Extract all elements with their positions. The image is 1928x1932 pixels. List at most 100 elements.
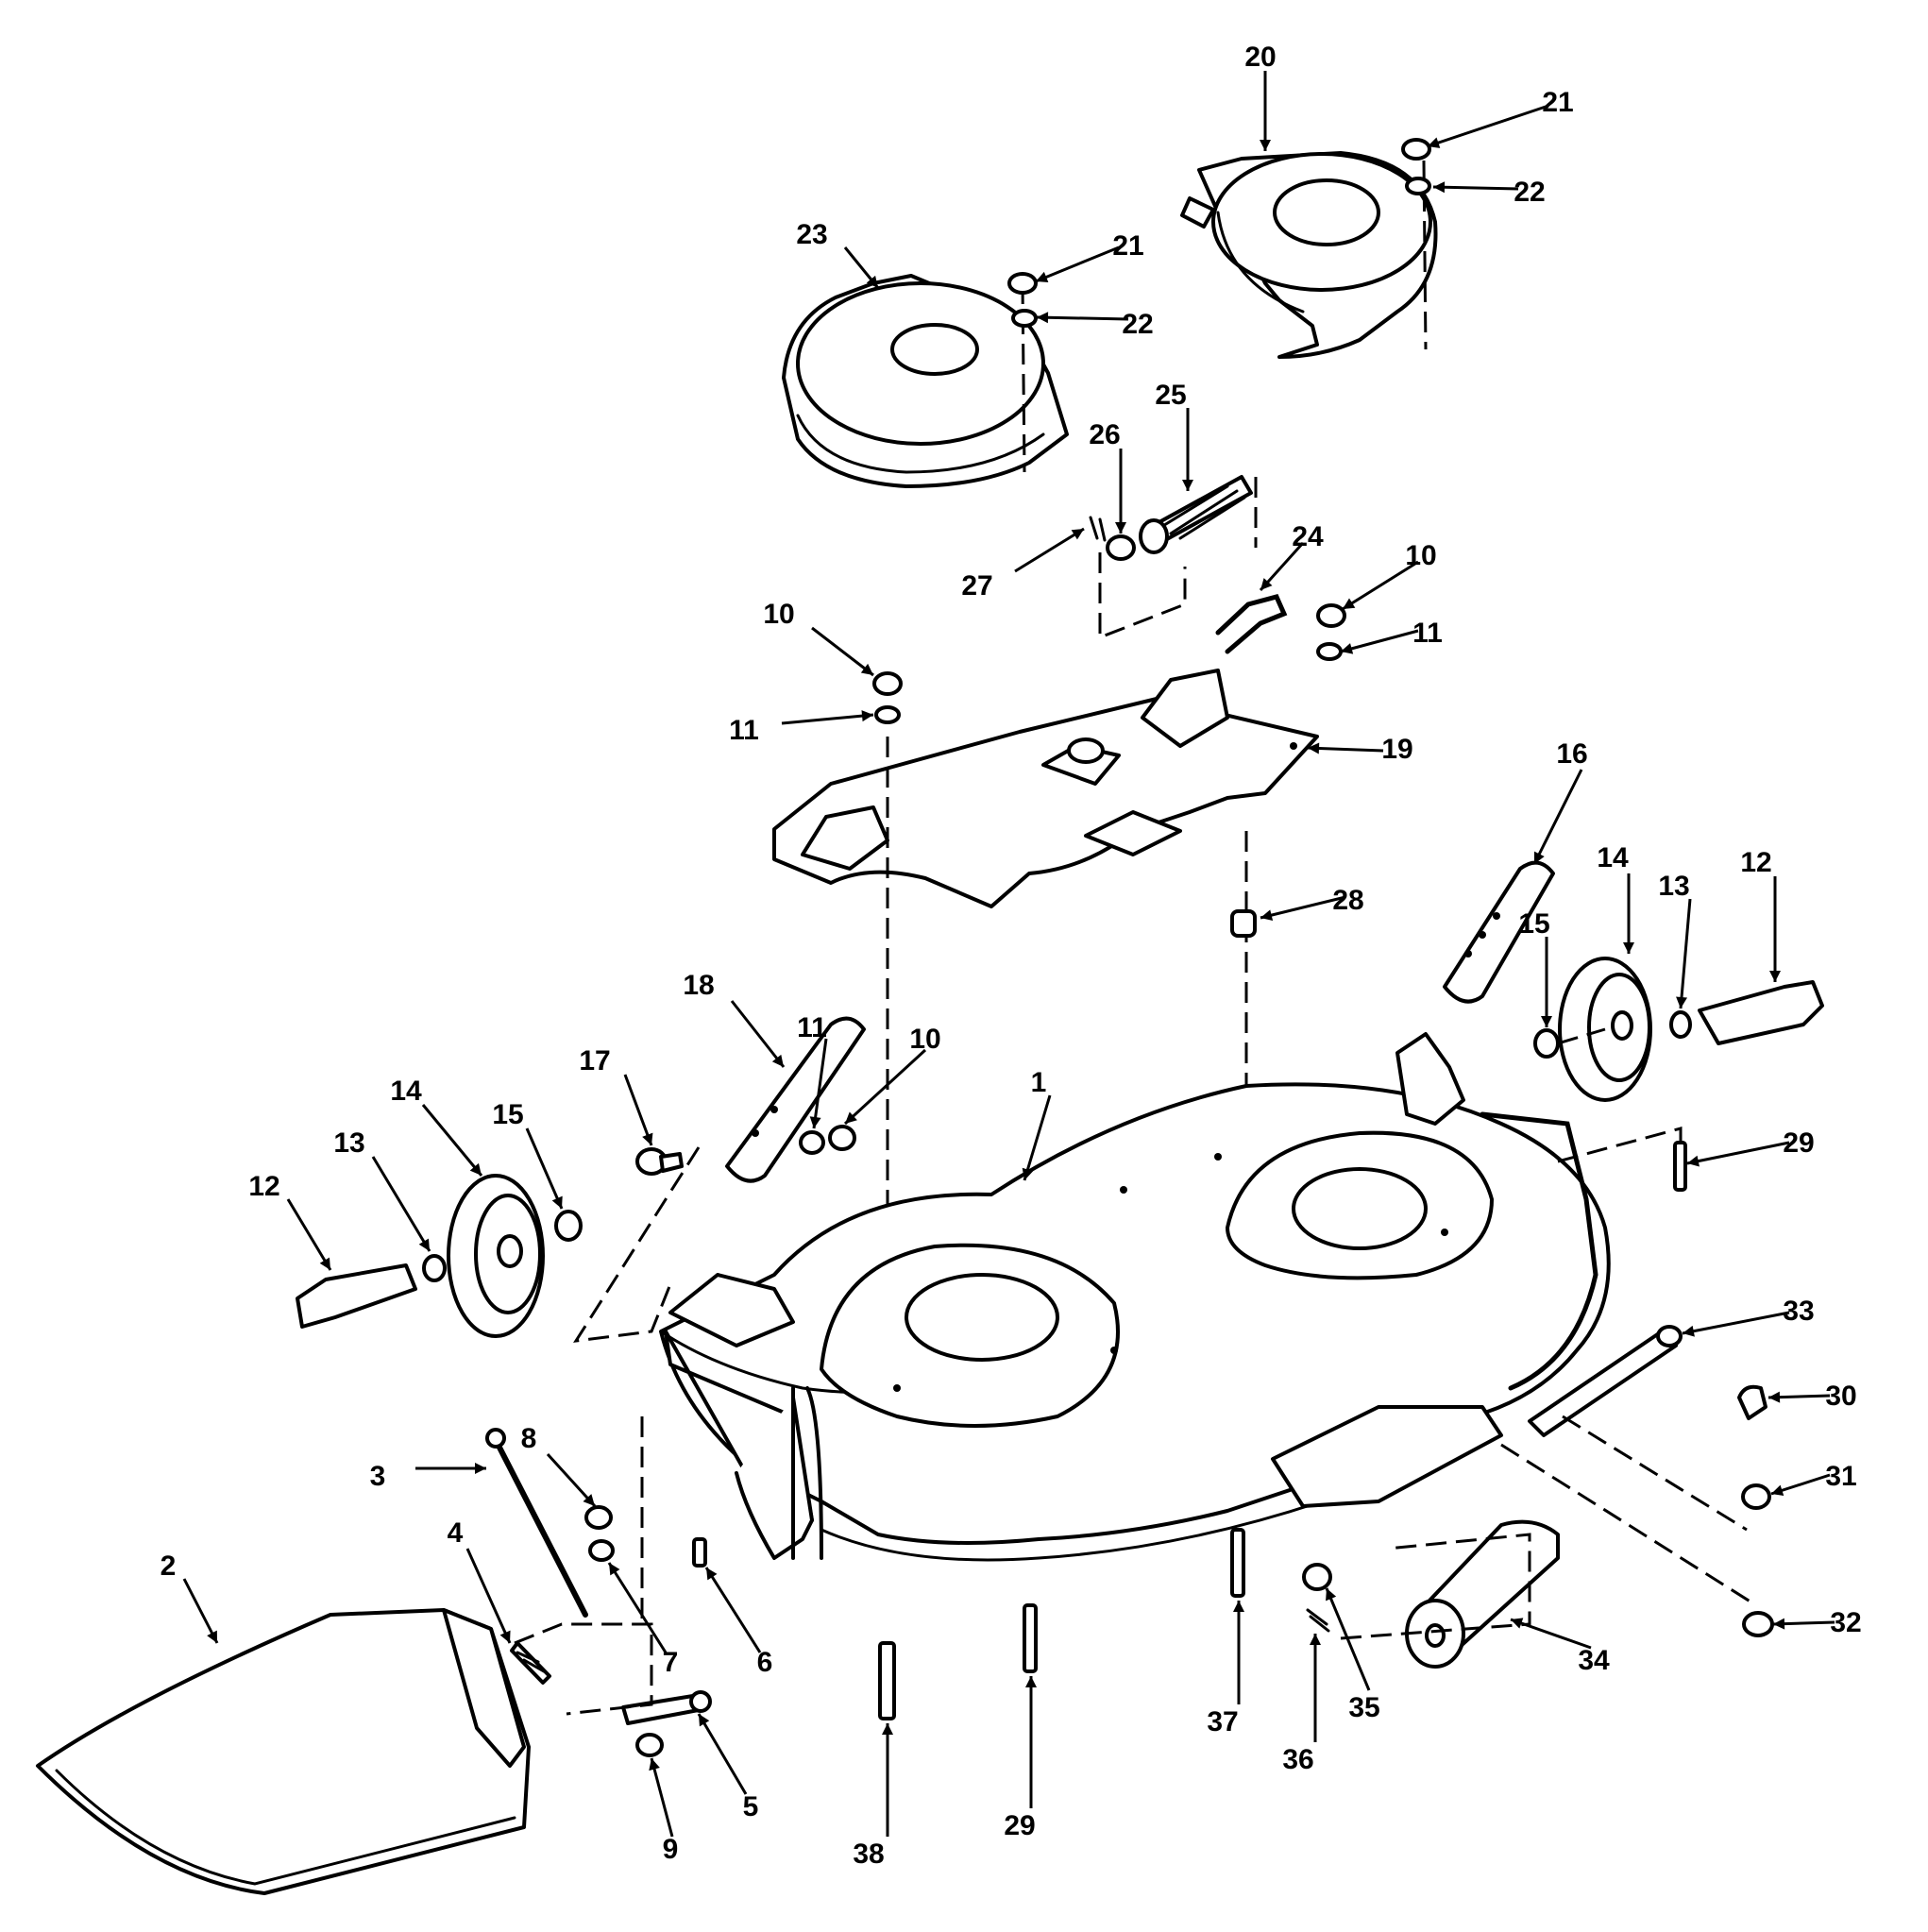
leader-line	[1307, 746, 1384, 753]
part-10-nut-top-right	[1316, 603, 1346, 628]
callout-19: 19	[1307, 734, 1413, 765]
callout-number: 13	[1658, 871, 1689, 902]
callout-number: 9	[663, 1834, 679, 1865]
part-33-roller-rod	[1528, 1325, 1683, 1437]
leader-line	[1325, 1587, 1371, 1691]
callout-11: 11	[797, 1012, 828, 1129]
callout-number: 16	[1556, 738, 1587, 770]
callout-21: 21	[1035, 230, 1144, 283]
callout-14: 14	[390, 1076, 483, 1177]
leader-arrowhead	[1260, 140, 1271, 151]
callout-25: 25	[1155, 380, 1193, 491]
part-36-clip	[1306, 1608, 1330, 1633]
leader-arrowhead	[1768, 1391, 1781, 1403]
leader-line	[182, 1578, 219, 1644]
callout-number: 10	[1405, 540, 1436, 571]
leader-arrowhead	[861, 710, 873, 722]
leader-line	[1679, 898, 1692, 1009]
callout-number: 13	[333, 1127, 364, 1159]
callout-35: 35	[1325, 1587, 1380, 1723]
leader-line	[1682, 1311, 1790, 1335]
callout-14: 14	[1597, 842, 1634, 954]
callout-number: 36	[1282, 1744, 1313, 1775]
callout-number: 31	[1825, 1461, 1856, 1492]
callout-number: 29	[1783, 1127, 1814, 1159]
leader-arrowhead	[551, 1195, 563, 1209]
leader-arrowhead	[1308, 742, 1320, 754]
leader-line	[421, 1104, 483, 1177]
leader-line	[1342, 560, 1419, 611]
leader-line	[1035, 246, 1120, 283]
callout-21: 21	[1427, 87, 1574, 148]
part-18-left-link-arm	[725, 1016, 866, 1183]
callout-37: 37	[1207, 1601, 1244, 1737]
callout-number: 4	[448, 1517, 464, 1549]
part-10-nut-top-left	[872, 671, 903, 696]
part-14-left-wheel	[447, 1174, 545, 1338]
callout-number: 35	[1348, 1692, 1379, 1723]
leader-line	[546, 1452, 597, 1508]
leader-arrowhead	[1623, 942, 1634, 954]
leader-line	[465, 1548, 512, 1644]
part-12-right-axle-bolt	[1698, 980, 1824, 1045]
leader-line	[843, 1048, 927, 1126]
part-37-bolt	[1230, 1528, 1245, 1598]
callout-26: 26	[1089, 419, 1126, 534]
leader-arrowhead	[1428, 137, 1441, 148]
leader-line	[781, 713, 874, 725]
part-31-washer	[1741, 1483, 1771, 1510]
leader-arrowhead	[1676, 996, 1688, 1008]
callout-number: 23	[796, 219, 827, 250]
leader-line	[1260, 895, 1346, 920]
leader-arrowhead	[1022, 1167, 1034, 1180]
part-11-washer-top-left	[874, 705, 901, 724]
callout-18: 18	[683, 970, 786, 1068]
part-29-bolt-bottom	[1023, 1603, 1038, 1673]
part-20-right-belt-cover	[1180, 151, 1438, 359]
callout-number: 18	[683, 970, 714, 1001]
part-25-tension-spring	[1139, 475, 1253, 554]
leader-arrowhead	[1036, 271, 1049, 283]
callout-number: 2	[161, 1551, 177, 1582]
part-7-washer	[588, 1539, 615, 1562]
part-19-idler-bracket-plate	[772, 669, 1319, 908]
leader-arrowhead	[771, 1054, 784, 1067]
leader-line	[1014, 527, 1085, 573]
leader-arrowhead	[207, 1630, 217, 1643]
callout-22: 22	[1036, 309, 1154, 340]
part-13-left-washer	[422, 1254, 447, 1282]
leader-arrowhead	[469, 1162, 482, 1176]
part-22-washer-left	[1011, 309, 1038, 328]
part-13-right-washer	[1669, 1010, 1692, 1039]
leader-line	[650, 1757, 674, 1838]
callout-number: 17	[579, 1045, 610, 1076]
callout-11: 11	[1340, 618, 1443, 654]
leader-arrowhead	[1260, 909, 1274, 921]
callout-5: 5	[697, 1713, 758, 1822]
callout-number: 32	[1830, 1607, 1861, 1638]
leader-arrowhead	[1071, 529, 1084, 540]
callout-number: 12	[248, 1171, 279, 1202]
part-21-nut-right	[1401, 138, 1431, 161]
part-12-left-axle-bolt	[296, 1263, 417, 1329]
part-29-bolt-right	[1673, 1141, 1687, 1192]
leader-arrowhead	[1037, 312, 1049, 324]
callout-12: 12	[1740, 847, 1781, 982]
part-10-nut-left	[828, 1125, 856, 1151]
part-28-bushing	[1230, 909, 1257, 938]
leader-arrowhead	[583, 1494, 595, 1506]
leader-line	[1510, 1618, 1592, 1650]
leader-arrowhead	[706, 1568, 718, 1581]
leader-line	[811, 626, 874, 677]
callout-number: 38	[853, 1839, 884, 1870]
callout-29: 29	[1686, 1127, 1815, 1167]
callout-27: 27	[961, 527, 1085, 602]
leader-line	[1686, 1141, 1790, 1165]
callout-36: 36	[1282, 1634, 1321, 1775]
callout-number: 10	[909, 1024, 940, 1055]
callout-number: 14	[390, 1076, 422, 1107]
part-32-nut	[1742, 1611, 1774, 1637]
part-24-idler-rod	[1215, 594, 1288, 654]
